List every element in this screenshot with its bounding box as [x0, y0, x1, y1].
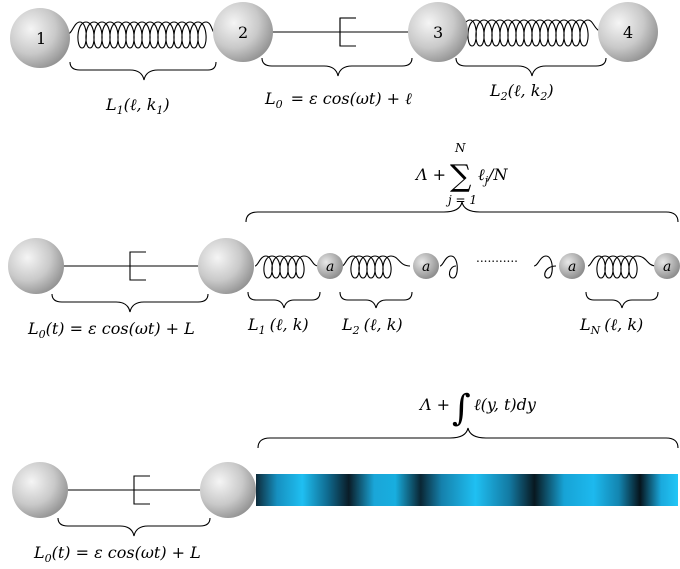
sum-prefix: Λ + [414, 165, 446, 184]
brace-L0 [261, 57, 413, 77]
row2: Λ + N ∑ j = 1 ℓj/N ........... a a a a [8, 141, 680, 341]
small-mass-2 [413, 253, 439, 279]
brace-integral [257, 427, 679, 449]
brace-L1-row2 [247, 291, 321, 309]
mass-1 [10, 8, 70, 68]
small-mass-4 [654, 253, 680, 279]
brace-LN-row2 [585, 291, 659, 309]
spring2-segment-2 [341, 255, 411, 279]
mass-3-label: 3 [433, 23, 443, 42]
label-L2-row2: L2(ℓ, k) [341, 315, 403, 337]
mass-2-label: 2 [238, 23, 248, 42]
label-L1-row2: L1(ℓ, k) [247, 315, 309, 337]
brace-sum [245, 201, 679, 223]
brace-L2-row2 [339, 291, 413, 309]
small-mass-2-label: a [422, 259, 430, 275]
spring2-segment-3 [439, 255, 458, 279]
mass-right-row2 [198, 238, 254, 294]
brace-L0t-row3 [57, 517, 211, 537]
spring2-segment-5 [587, 255, 657, 279]
sum-symbol: ∑ [450, 159, 472, 194]
ellipsis: ........... [476, 251, 518, 265]
small-mass-1 [317, 253, 343, 279]
label-L0t-row2: L0(t) = ε cos(ωt) + L [27, 319, 195, 341]
sum-bottom: j = 1 [445, 193, 477, 207]
label-L1: L1(ℓ, k1) [105, 95, 170, 117]
integral-symbol: ∫ [452, 388, 471, 429]
label-LN-row2: LN(ℓ, k) [579, 315, 643, 337]
sum-term: ℓj/N [478, 165, 508, 187]
brace-L2 [455, 57, 607, 77]
mass-right-row3 [200, 462, 256, 518]
row1: 1 2 3 4 L1(ℓ, k1) L0= ε cos(ωt) + ℓ L2(ℓ… [10, 2, 658, 117]
label-L0: L0= ε cos(ωt) + ℓ [264, 89, 412, 111]
small-mass-3 [559, 253, 585, 279]
small-mass-1-label: a [326, 259, 334, 275]
mass-left-row2 [8, 238, 64, 294]
mass-1-label: 1 [36, 29, 46, 48]
brace-L1 [69, 61, 217, 81]
label-L0t-row3: L0(t) = ε cos(ωt) + L [33, 543, 201, 565]
small-mass-4-label: a [663, 259, 671, 275]
mass-2 [213, 2, 273, 62]
spring2-segment-1 [254, 255, 319, 279]
mass-4-label: 4 [623, 23, 633, 42]
brace-L0t-row2 [51, 293, 209, 313]
mass-3 [408, 2, 468, 62]
mass-left-row3 [12, 462, 68, 518]
row3: Λ + ∫ ℓ(y, t)dy L0(t) = ε cos(ωt) + L [12, 388, 679, 565]
sum-top: N [454, 141, 466, 155]
mass-4 [598, 2, 658, 62]
integral-body: ℓ(y, t)dy [474, 395, 537, 414]
label-L2: L2(ℓ, k2) [489, 81, 554, 103]
spring-3-4 [457, 19, 605, 47]
spring2-segment-4 [533, 255, 557, 279]
integral-prefix: Λ + [418, 395, 450, 414]
small-mass-3-label: a [568, 259, 576, 275]
continuum-band [256, 474, 678, 506]
spring-1-2 [67, 21, 217, 49]
